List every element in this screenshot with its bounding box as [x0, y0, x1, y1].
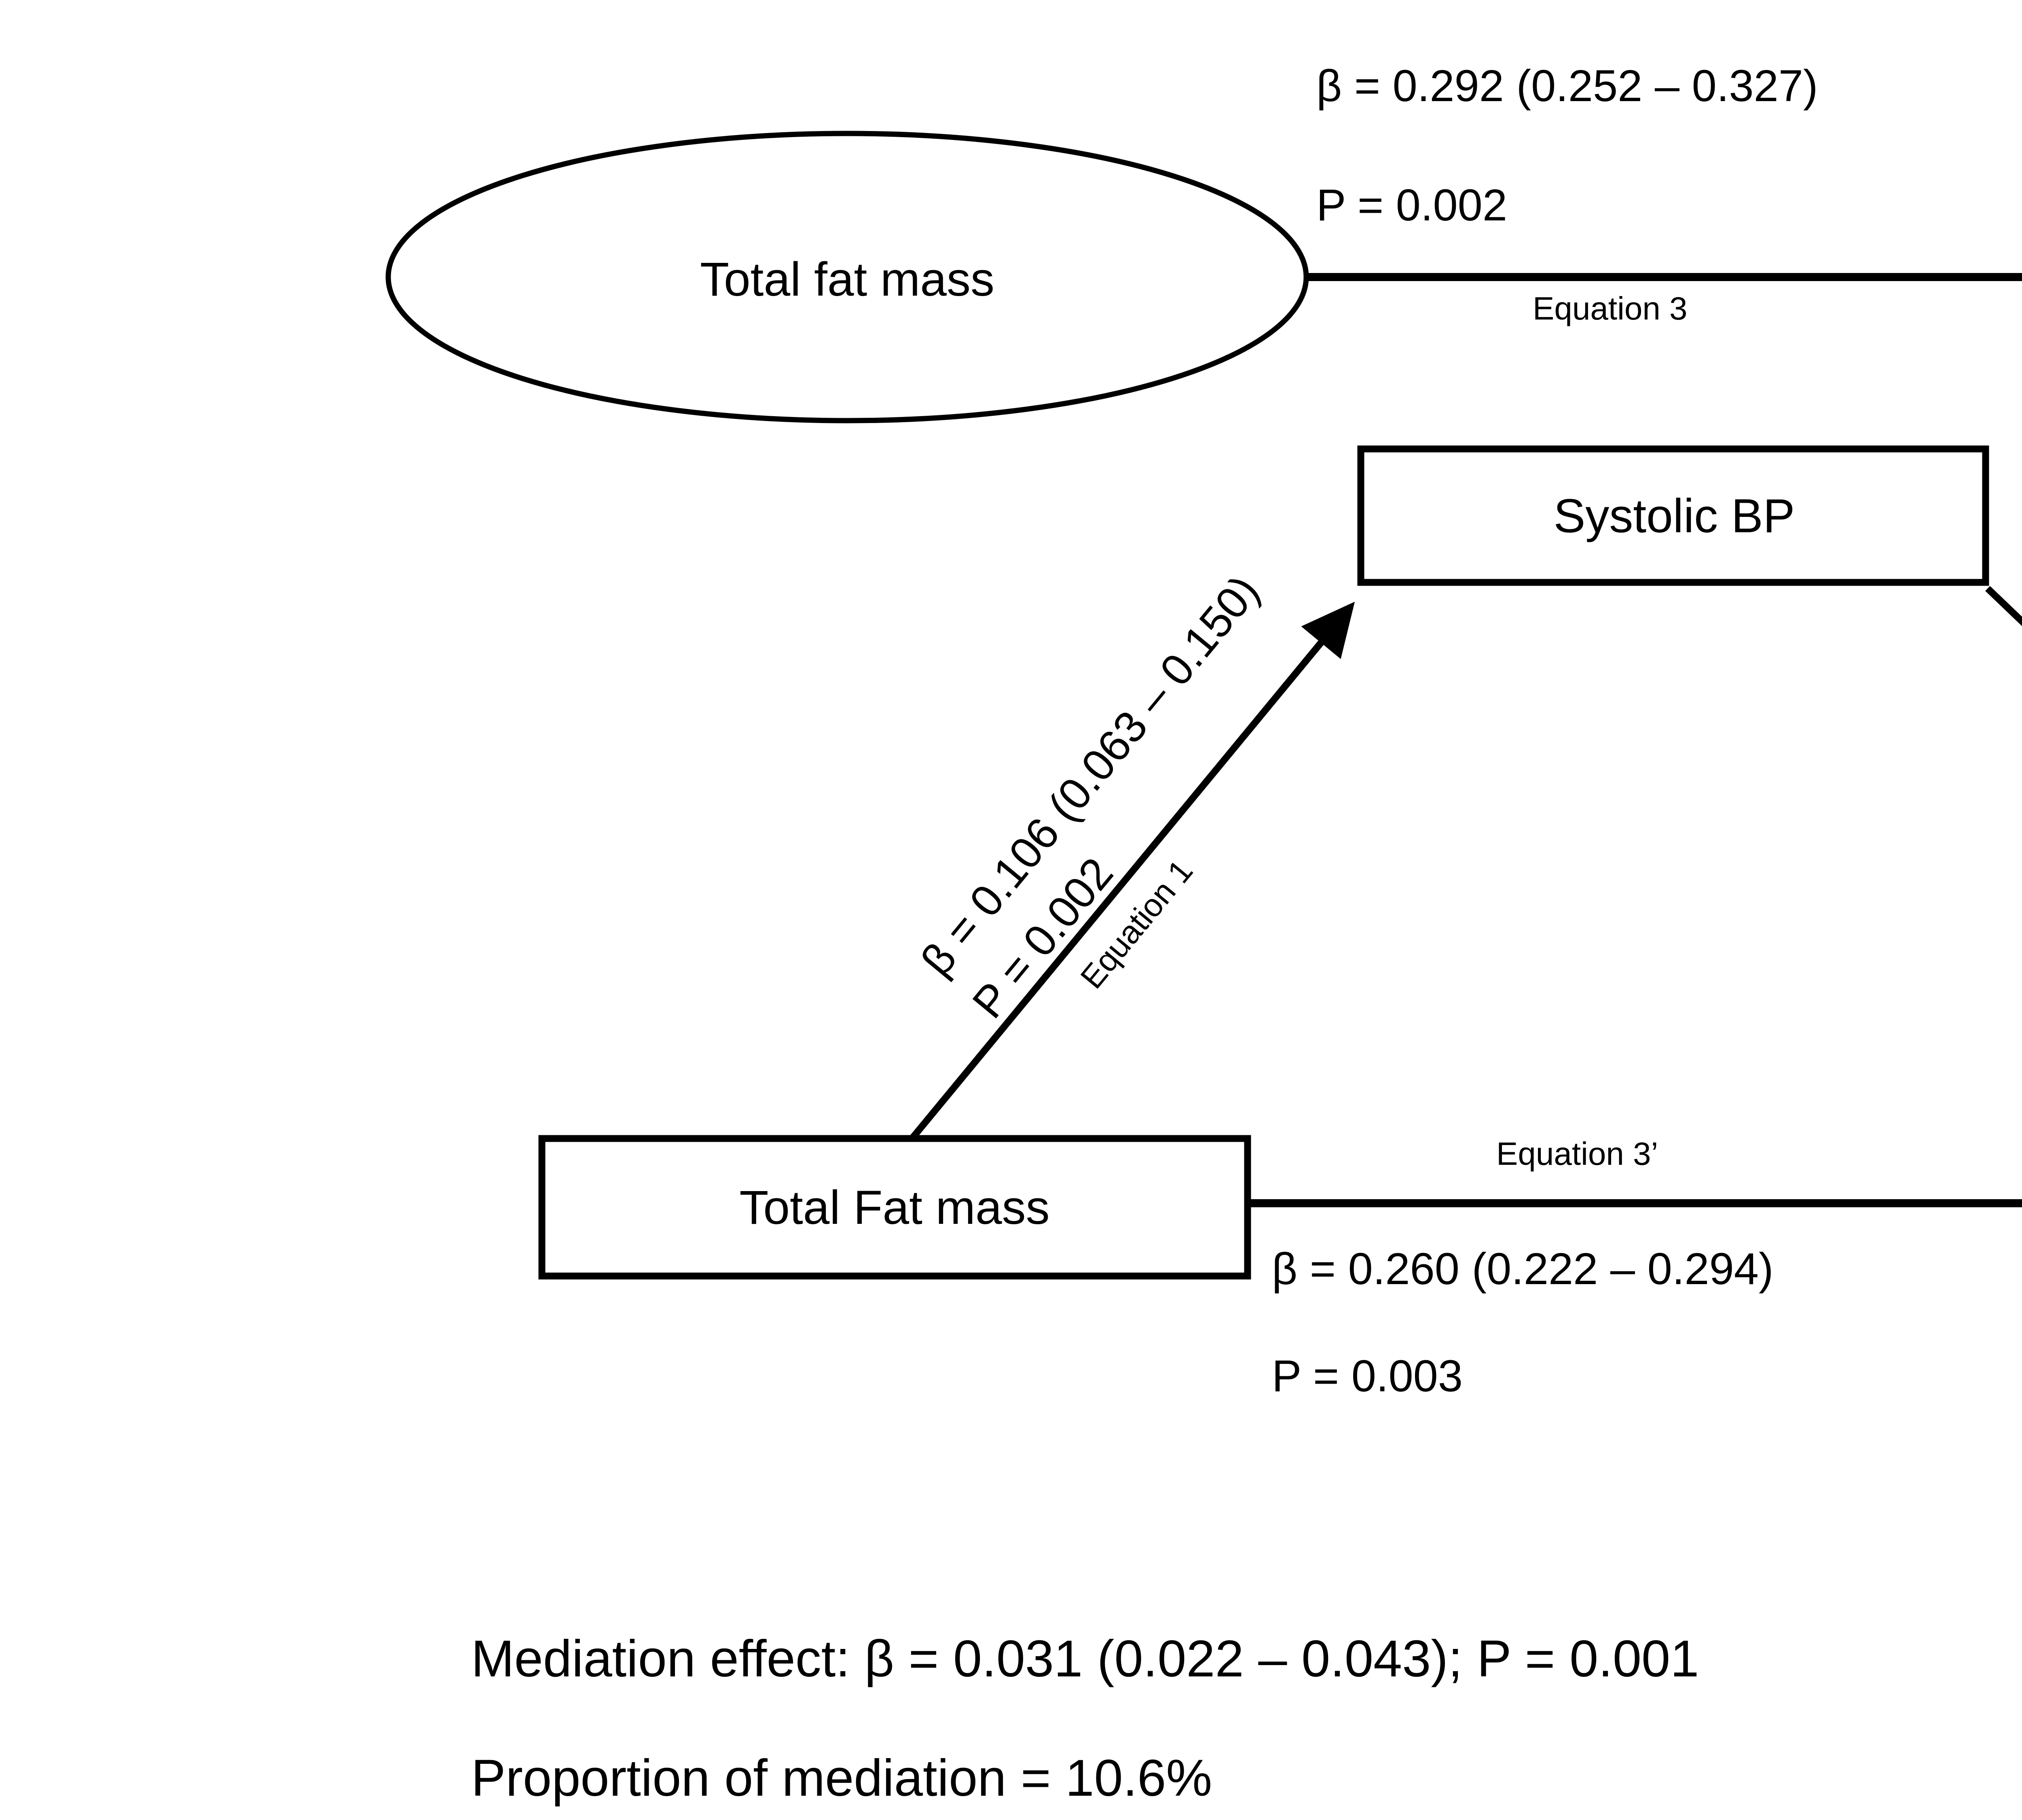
mediator-box	[1357, 445, 1989, 586]
proportion-of-mediation-caption: Proportion of mediation = 10.6%	[471, 1749, 1212, 1807]
path-direct-p-label: P = 0.003	[1272, 1351, 1463, 1401]
top-path-equation-label: Equation 3	[1533, 290, 1688, 326]
mediation-effect-caption: Mediation effect: β = 0.031 (0.022 – 0.0…	[471, 1630, 1699, 1688]
path-b-arrow	[1985, 586, 2022, 626]
mediation-source-box	[538, 1135, 1251, 1280]
path-direct-equation-label: Equation 3’	[1496, 1136, 1658, 1172]
path-direct-beta-label: β = 0.260 (0.222 – 0.294)	[1272, 1244, 1774, 1294]
path-a-arrow	[909, 601, 1355, 1141]
mediation-source-label: Total Fat mass	[739, 1181, 1049, 1234]
mediator-label: Systolic BP	[1554, 489, 1795, 543]
top-path-p-label: P = 0.002	[1316, 180, 1507, 230]
top-source-label: Total fat mass	[700, 253, 994, 306]
top-path-beta-label: β = 0.292 (0.252 – 0.327)	[1316, 61, 1818, 111]
